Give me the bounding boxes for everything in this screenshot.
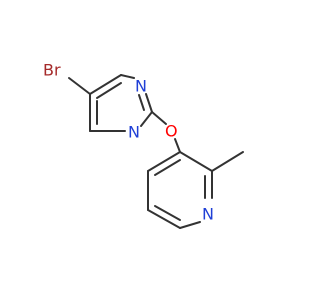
bond-c2-o <box>151 111 167 125</box>
pyrimidine-n1-label: N <box>128 123 140 142</box>
bonds <box>68 74 244 229</box>
bond-n3-c2-inner <box>138 94 145 111</box>
bond-c3py-c2py <box>179 151 213 172</box>
bond-c2py-methyl <box>211 151 244 172</box>
bond-c6py-c5py <box>147 209 181 229</box>
pyridine-n-label: N <box>202 205 214 224</box>
ether-oxygen-label: O <box>165 122 178 141</box>
pyrimidine-n3-label: N <box>135 77 147 96</box>
bond-c6py-c5py-inner <box>154 205 181 221</box>
bond-c2-n1 <box>140 111 153 127</box>
bond-br-c5 <box>68 77 91 95</box>
bond-c5-c4-inner <box>96 82 122 99</box>
molecule-structure: Br N N O N <box>43 61 244 229</box>
bond-n3-c2 <box>145 93 153 113</box>
bond-c5-c4 <box>89 74 122 95</box>
bond-c4py-c3py <box>147 151 181 172</box>
bond-c4-n3 <box>120 74 135 79</box>
bond-o-c3py <box>174 138 181 153</box>
bond-npy-c6py <box>179 221 201 229</box>
bromine-label: Br <box>43 61 61 80</box>
bond-c4py-c3py-inner <box>154 159 181 176</box>
atom-labels: Br N N O N <box>43 61 214 224</box>
